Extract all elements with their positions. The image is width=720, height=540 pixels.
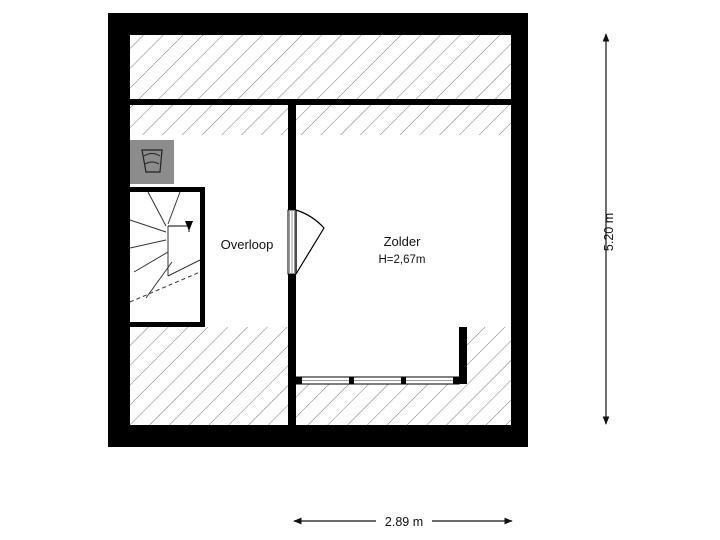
boiler-icon xyxy=(130,140,174,184)
knee-wall xyxy=(459,327,467,384)
roof-slope-under-band xyxy=(130,105,511,135)
dimension-width: 2.89 m xyxy=(293,515,513,529)
room-height-zolder: H=2,67m xyxy=(379,254,426,266)
roof-slope-bottom-right xyxy=(296,327,511,425)
interior-wall xyxy=(288,105,296,425)
dimension-depth-label: 5.20 m xyxy=(602,213,616,251)
staircase xyxy=(129,187,205,327)
room-label-zolder: Zolder xyxy=(384,234,422,249)
roof-slope-top xyxy=(130,35,511,105)
dimension-depth: 5.20 m xyxy=(602,33,616,425)
door xyxy=(287,209,325,275)
window xyxy=(295,376,460,385)
outer-walls xyxy=(108,13,528,447)
dimension-width-label: 2.89 m xyxy=(385,515,423,529)
roof-slope-bottom-left xyxy=(130,327,288,425)
room-label-overloop: Overloop xyxy=(221,237,274,252)
